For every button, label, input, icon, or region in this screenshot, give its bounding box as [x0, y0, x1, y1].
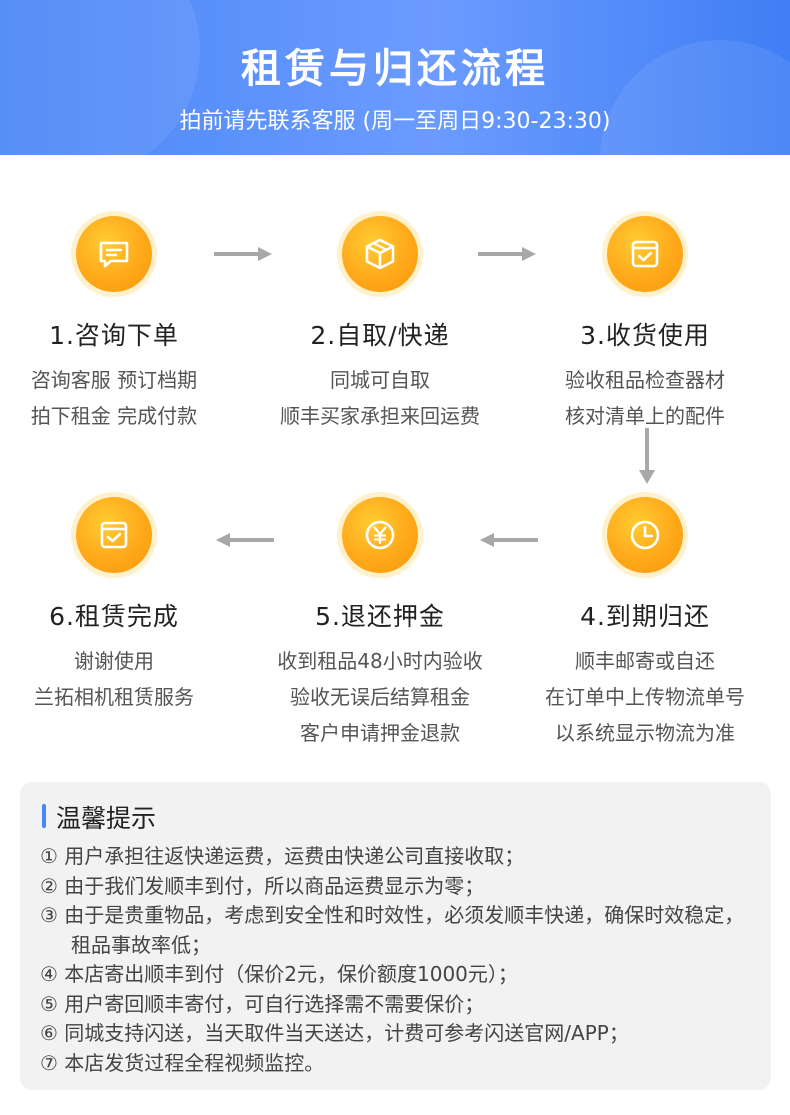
step-icon-badge [607, 497, 683, 573]
step-title: 2.自取/快递 [310, 321, 450, 350]
step-description: 谢谢使用 兰拓相机租赁服务 [0, 643, 244, 715]
tip-item: ⑥ 同城支持闪送，当天取件当天送达，计费可参考闪送官网/APP； [40, 1021, 629, 1045]
header-decoration [0, 0, 200, 155]
step-icon-badge [342, 216, 418, 292]
page-title: 租赁与归还流程 [241, 46, 549, 92]
step-icon-badge [76, 216, 152, 292]
step-title: 1.咨询下单 [49, 321, 179, 350]
step-desc-line: 验收无误后结算租金 [290, 685, 470, 709]
tip-item: ③ 由于是贵重物品，考虑到安全性和时效性，必须发顺丰快递，确保时效稳定，租品事故… [40, 903, 745, 957]
check-box-icon [631, 240, 659, 268]
step-desc-line: 收到租品48小时内验收 [277, 649, 483, 673]
check-box-icon [100, 521, 128, 549]
step-description: 同城可自取 顺丰买家承担来回运费 [250, 362, 510, 434]
arrow-right-icon [214, 247, 272, 261]
step-desc-line: 核对清单上的配件 [565, 404, 725, 428]
step-desc-line: 咨询客服 预订档期 [30, 368, 198, 392]
step-desc-line: 兰拓相机租赁服务 [34, 685, 194, 709]
step-description: 收到租品48小时内验收 验收无误后结算租金 客户申请押金退款 [250, 643, 510, 751]
step-desc-line: 拍下租金 完成付款 [30, 404, 198, 428]
step-desc-line: 在订单中上传物流单号 [545, 685, 745, 709]
tips-list: ① 用户承担往返快递运费，运费由快递公司直接收取； ② 由于我们发顺丰到付，所以… [40, 842, 760, 1078]
step-desc-line: 客户申请押金退款 [300, 721, 460, 745]
tips-accent-bar [42, 804, 46, 828]
step-icon-badge [342, 497, 418, 573]
step-title: 3.收货使用 [580, 321, 710, 350]
arrow-right-icon [478, 247, 536, 261]
step-desc-line: 同城可自取 [330, 368, 430, 392]
step-desc-line: 以系统显示物流为准 [555, 721, 735, 745]
step-description: 咨询客服 预订档期 拍下租金 完成付款 [0, 362, 244, 434]
clock-icon [630, 520, 660, 550]
tips-panel: 温馨提示 ① 用户承担往返快递运费，运费由快递公司直接收取； ② 由于我们发顺丰… [20, 782, 771, 1090]
step-desc-line: 验收租品检查器材 [565, 368, 725, 392]
tip-item: ⑤ 用户寄回顺丰寄付，可自行选择需不需要保价； [40, 991, 485, 1016]
tips-title: 温馨提示 [56, 804, 157, 833]
tip-item: ① 用户承担往返快递运费，运费由快递公司直接收取； [40, 844, 525, 868]
tip-item: ④ 本店寄出顺丰到付（保价2元，保价额度1000元）； [40, 962, 518, 986]
box-icon [365, 238, 395, 270]
arrow-down-icon [639, 428, 655, 484]
step-desc-line: 顺丰买家承担来回运费 [280, 404, 480, 428]
step-description: 验收租品检查器材 核对清单上的配件 [515, 362, 775, 434]
step-title: 6.租赁完成 [49, 602, 179, 631]
step-icon-badge [76, 497, 152, 573]
tip-item: ⑦ 本店发货过程全程视频监控。 [40, 1050, 325, 1075]
header-banner: 租赁与归还流程 拍前请先联系客服 (周一至周日9:30-23:30) [0, 0, 790, 155]
step-title: 5.退还押金 [315, 602, 445, 631]
arrow-left-icon [216, 533, 274, 547]
step-icon-badge [607, 216, 683, 292]
arrow-left-icon [480, 533, 538, 547]
step-desc-line: 顺丰邮寄或自还 [575, 649, 715, 673]
yen-icon [365, 520, 395, 550]
step-desc-line: 谢谢使用 [74, 649, 154, 673]
page-subtitle: 拍前请先联系客服 (周一至周日9:30-23:30) [179, 109, 611, 134]
tip-item: ② 由于我们发顺丰到付，所以商品运费显示为零； [40, 873, 485, 898]
step-description: 顺丰邮寄或自还 在订单中上传物流单号 以系统显示物流为准 [515, 643, 775, 751]
step-title: 4.到期归还 [580, 602, 710, 631]
chat-icon [99, 241, 129, 268]
